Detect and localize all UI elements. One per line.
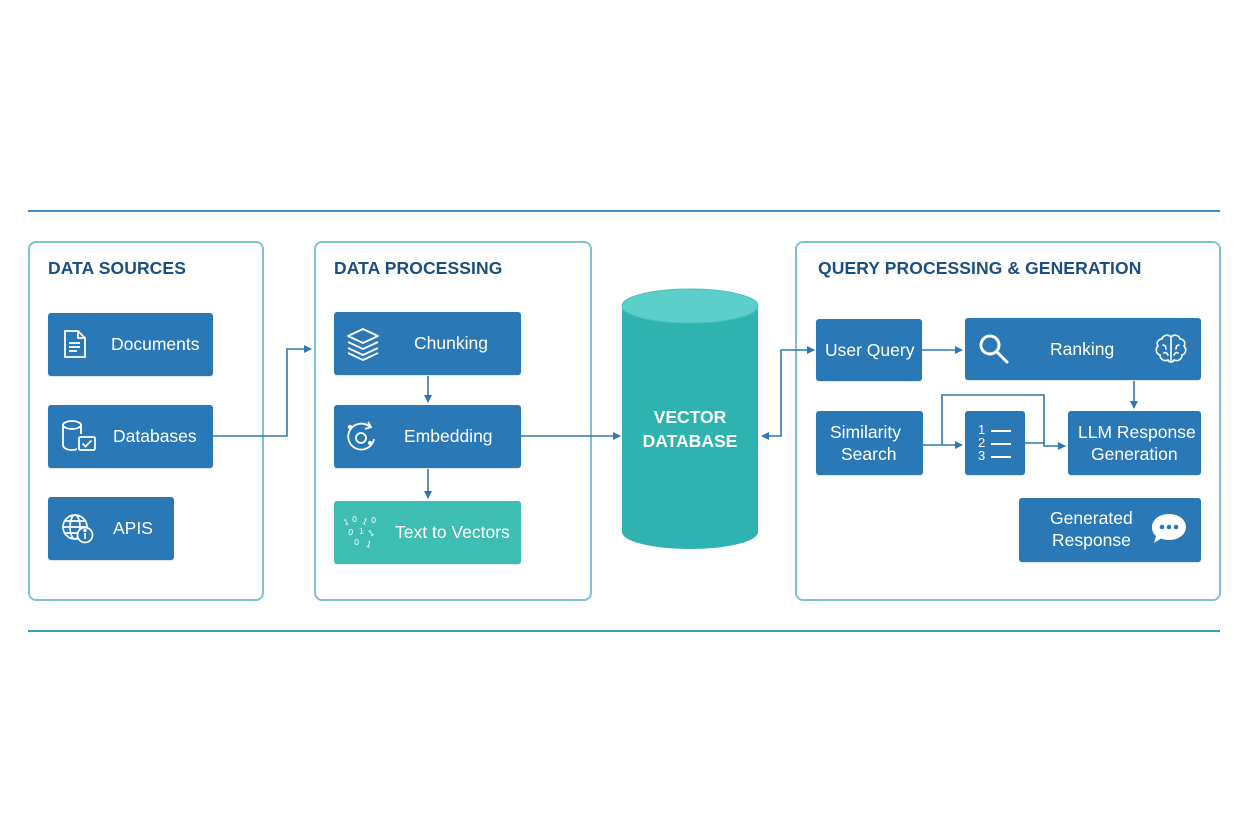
query-processing-title: QUERY PROCESSING & GENERATION (818, 258, 1142, 278)
svg-text:0: 0 (347, 528, 354, 538)
embedding-label: Embedding (404, 426, 493, 446)
ranking-box[interactable]: Ranking (965, 318, 1201, 380)
apis-box[interactable]: APIS (48, 497, 174, 560)
vector-database-label-line1: VECTOR (653, 407, 727, 427)
data-sources-title: DATA SOURCES (48, 258, 186, 278)
llm-response-label-line1: LLM Response (1078, 422, 1196, 442)
llm-response-box[interactable]: LLM Response Generation (1068, 411, 1201, 475)
vector-database-label-line2: DATABASE (642, 431, 738, 451)
apis-label: APIS (113, 518, 153, 538)
vector-database-cylinder (621, 288, 759, 549)
document-icon (64, 330, 86, 358)
documents-box[interactable]: Documents (48, 313, 213, 376)
chat-bubble-icon (1152, 514, 1186, 543)
list-number-3: 3 (978, 448, 986, 463)
svg-text:0: 0 (354, 538, 359, 547)
list-number-1: 1 (978, 422, 986, 437)
bottom-rule (28, 630, 1220, 632)
svg-text:0: 0 (371, 516, 376, 525)
scattered-numbers-icon: 1 0 1 0 0 1 1 0 1 (342, 515, 376, 550)
generated-response-label-line1: Generated (1050, 508, 1133, 528)
brain-icon (1155, 334, 1187, 363)
generated-response-box[interactable]: Generated Response (1019, 498, 1201, 562)
numbered-list-icon: 1 2 3 (978, 423, 1014, 465)
embedding-cycle-icon (347, 421, 375, 451)
user-query-box[interactable]: User Query (816, 319, 922, 381)
chunking-label: Chunking (414, 333, 488, 353)
embedding-box[interactable]: Embedding (334, 405, 521, 468)
svg-text:1: 1 (342, 517, 350, 527)
globe-info-icon (62, 514, 94, 544)
top-rule (28, 210, 1220, 212)
layers-icon (347, 328, 379, 361)
arrow-databases-to-processing (213, 345, 312, 437)
user-query-label: User Query (825, 340, 915, 360)
list-number-2: 2 (978, 435, 986, 450)
arrow-bracket-to-llm (941, 394, 1066, 450)
chunking-box[interactable]: Chunking (334, 312, 521, 375)
databases-box[interactable]: Databases (48, 405, 213, 468)
llm-response-label-line2: Generation (1091, 444, 1178, 464)
svg-text:1: 1 (360, 517, 368, 527)
similarity-search-label-line1: Similarity (830, 422, 901, 442)
list-line-1 (991, 430, 1011, 432)
svg-text:0: 0 (352, 515, 357, 524)
data-processing-title: DATA PROCESSING (334, 258, 503, 278)
data-processing-panel: DATA PROCESSING (314, 241, 592, 601)
documents-label: Documents (111, 334, 200, 354)
generated-response-label-line2: Response (1052, 530, 1131, 550)
arrow-vectordb-to-query (761, 346, 815, 440)
similarity-search-box[interactable]: Similarity Search (816, 411, 923, 475)
list-line-3 (991, 456, 1011, 458)
svg-text:1: 1 (365, 540, 373, 550)
text-to-vectors-label: Text to Vectors (395, 522, 510, 542)
database-icon (62, 420, 96, 451)
ranking-label: Ranking (1050, 339, 1115, 359)
text-to-vectors-box[interactable]: 1 0 1 0 0 1 1 0 1 Text to Vectors (334, 501, 521, 564)
svg-text:1: 1 (359, 527, 364, 536)
svg-text:1: 1 (367, 528, 376, 538)
data-sources-panel: DATA SOURCES (28, 241, 264, 601)
ranked-list-box[interactable]: 1 2 3 (965, 411, 1025, 475)
similarity-search-label-line2: Search (841, 444, 897, 464)
databases-label: Databases (113, 426, 197, 446)
search-icon (979, 334, 1009, 364)
list-line-2 (991, 443, 1011, 445)
